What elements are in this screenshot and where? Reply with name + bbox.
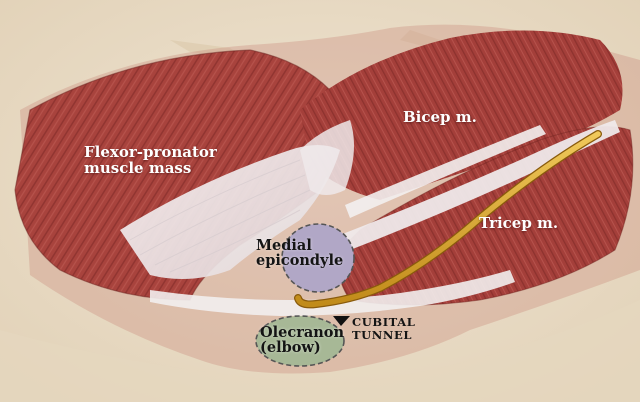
medial-epicondyle-bone — [281, 223, 355, 293]
common-flexor-tendon — [120, 145, 340, 279]
label-tricep: Tricep m. — [479, 214, 559, 232]
flexor-pronator-muscle — [15, 50, 336, 300]
triceps-tendon — [150, 270, 515, 316]
triangle-down-pointer-icon — [333, 316, 350, 326]
label-flexor-pronator: Flexor-pronator muscle mass — [84, 143, 217, 177]
label-olecranon: Olecranon (elbow) — [260, 324, 344, 357]
bicep-muscle — [300, 30, 623, 201]
ulnar-nerve — [295, 131, 601, 308]
label-cubital-tunnel: CUBITAL TUNNEL — [352, 315, 416, 343]
intermuscular-septum — [340, 120, 620, 250]
label-bicep: Bicep m. — [403, 108, 477, 126]
label-medial-epicondyle: Medial epicondyle — [256, 237, 344, 270]
olecranon-bone — [255, 315, 345, 367]
